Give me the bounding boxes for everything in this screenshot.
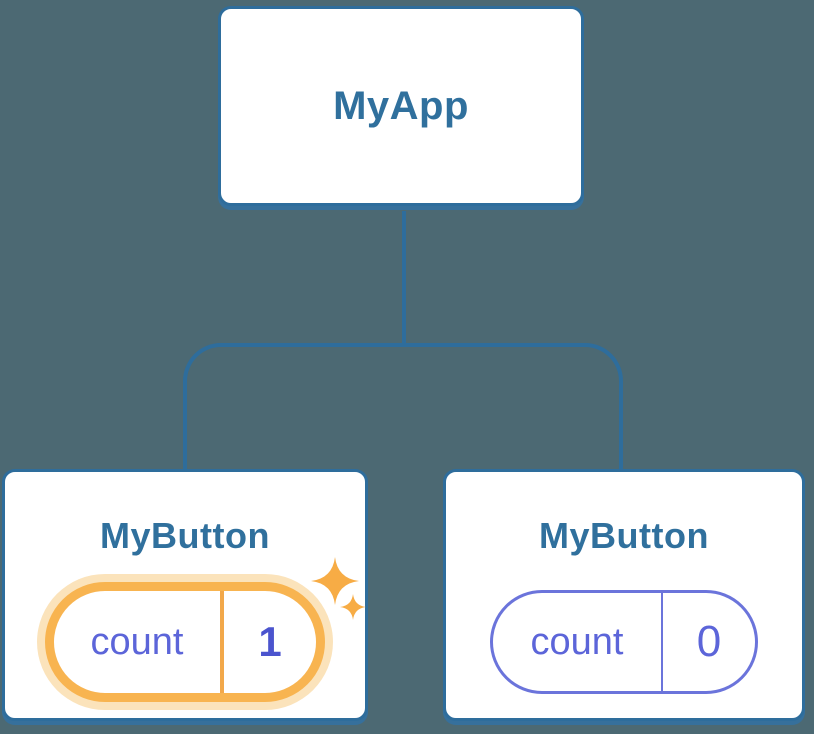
- state-pill-highlighted: count 1: [45, 582, 325, 702]
- state-divider: [661, 593, 663, 691]
- state-pill: count 0: [490, 590, 758, 694]
- state-key: count: [530, 620, 624, 663]
- node-label: MyButton: [539, 515, 709, 556]
- state-value: 1: [258, 618, 282, 665]
- state-value: 0: [696, 617, 722, 666]
- node-label: MyButton: [100, 515, 270, 556]
- tree-node-mybutton-plain: MyButton count 0: [443, 469, 805, 721]
- tree-node-mybutton-updated: MyButton count 1: [2, 469, 368, 721]
- node-label: MyApp: [333, 84, 469, 128]
- tree-node-myapp: MyApp: [218, 6, 584, 206]
- state-key: count: [90, 620, 184, 663]
- connector-bracket: [183, 343, 623, 471]
- connector-stem: [402, 211, 406, 345]
- state-divider: [220, 591, 224, 693]
